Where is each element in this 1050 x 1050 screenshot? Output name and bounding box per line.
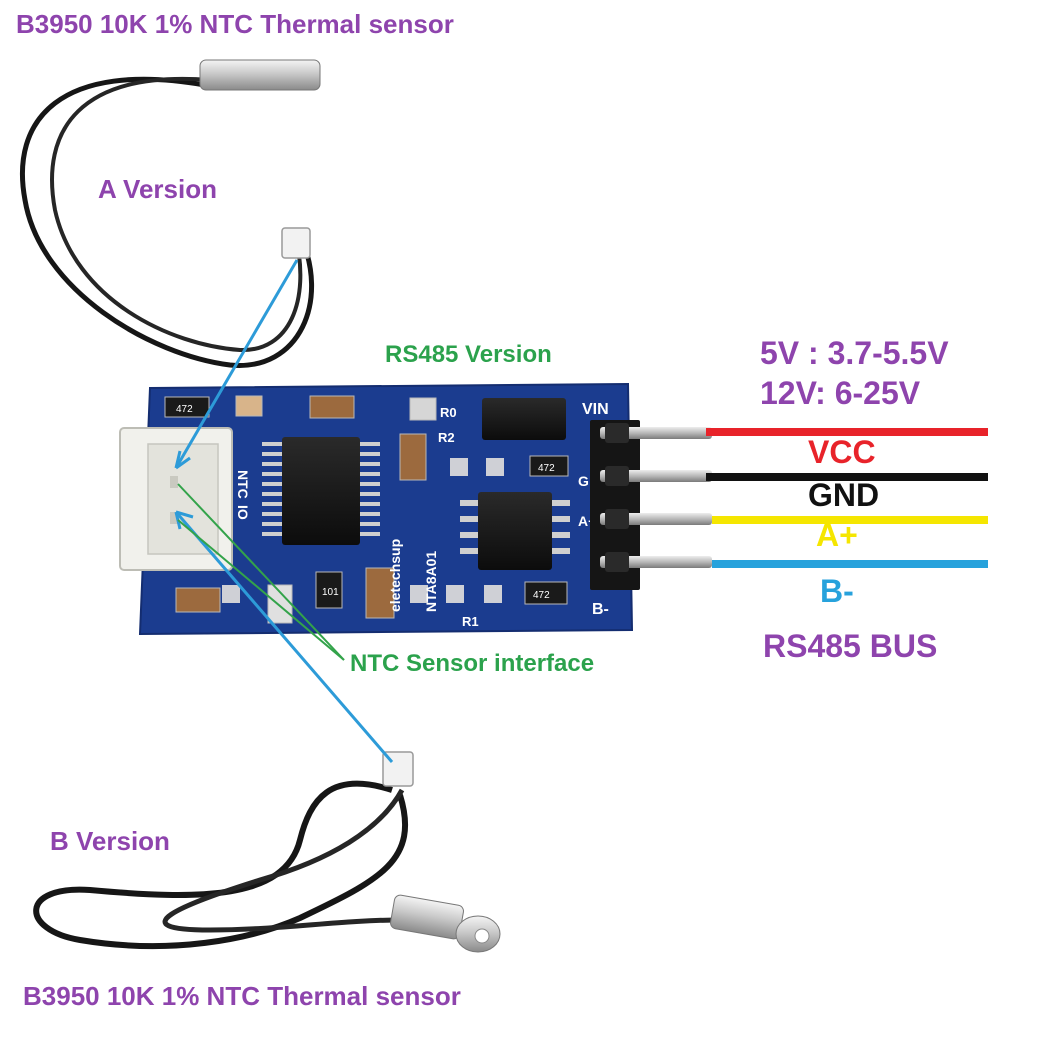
pcb-module: VIN G A+ B- R0 R2 R1 472 472 472 101 NTC…: [119, 382, 712, 636]
ntc-interface-label: NTC Sensor interface: [350, 650, 595, 677]
top-sensor-label: B3950 10K 1% NTC Thermal sensor: [16, 9, 454, 39]
pointer-lines: [174, 259, 394, 763]
silk-r0: R0: [440, 405, 457, 420]
probe-a-tube: [199, 59, 321, 91]
rs485-bus-label: RS485 BUS: [763, 628, 938, 664]
probe-b-tube: [390, 894, 464, 940]
pointer-ntc-1: [177, 483, 345, 661]
silk-ntc: NTC: [235, 470, 251, 499]
silk-model: NTA8A01: [423, 551, 439, 612]
ic-rs485: [478, 492, 552, 570]
a-plus-label: A+: [816, 517, 858, 553]
gnd-label: GND: [808, 477, 880, 513]
res-code-4: 101: [322, 587, 339, 598]
b-wire: [712, 560, 988, 568]
silk-r1: R1: [462, 614, 479, 629]
res-code-2: 472: [538, 463, 555, 474]
probe-a-connector: [281, 227, 311, 259]
silk-r2: R2: [438, 430, 455, 445]
power-12v-label: 12V: 6-25V: [760, 375, 921, 411]
ntc-probe-a: [19, 59, 321, 368]
res-code-3: 472: [533, 590, 550, 601]
silk-brand: eletechsup: [387, 539, 403, 612]
power-5v-label: 5V : 3.7-5.5V: [760, 335, 949, 371]
regulator: [482, 398, 566, 440]
res-code-1: 472: [176, 404, 193, 415]
pin-header: [590, 420, 640, 590]
pointer-ntc-2: [177, 519, 345, 661]
silk-vin: VIN: [582, 401, 609, 418]
bottom-sensor-label: B3950 10K 1% NTC Thermal sensor: [23, 981, 461, 1011]
rs485-version-label: RS485 Version: [385, 341, 552, 368]
ntc-probe-b: [33, 751, 501, 953]
vcc-label: VCC: [808, 434, 876, 470]
a-wire: [712, 516, 988, 524]
b-version-label: B Version: [50, 826, 170, 856]
silk-g: G: [578, 473, 589, 489]
pointer-b-to-terminal: [174, 511, 394, 763]
b-minus-label: B-: [820, 573, 854, 609]
gnd-wire: [706, 473, 988, 481]
silk-b: B-: [592, 601, 609, 618]
a-version-label: A Version: [98, 174, 217, 204]
ic-mcu: [282, 437, 360, 545]
vcc-wire: [706, 428, 988, 436]
silk-io: IO: [235, 505, 251, 520]
pointer-a-to-terminal: [174, 259, 299, 469]
